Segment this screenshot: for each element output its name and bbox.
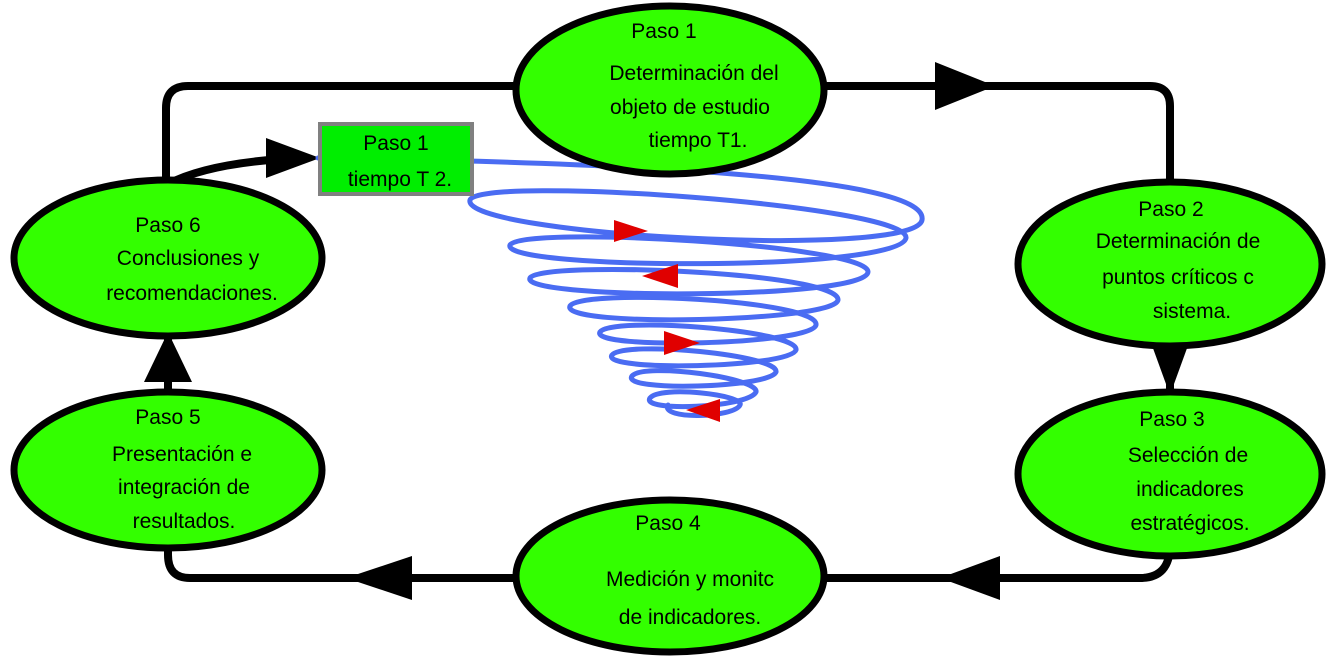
- node-step4-line-1: Paso 4: [635, 512, 701, 535]
- spiral-line: [315, 155, 925, 418]
- spiral-graphic: [315, 155, 925, 422]
- connector-step1-to-step2: [822, 82, 1174, 204]
- node-step3-line-4: estratégicos.: [1130, 512, 1249, 535]
- node-step6-line-3: recomendaciones.: [106, 282, 278, 305]
- node-step6-ellipse: [10, 176, 326, 340]
- spiral-arrow-right-icon: [664, 331, 700, 355]
- node-step4-line-2: Medición y monitc: [606, 568, 774, 591]
- node-step5-ellipse: [10, 388, 326, 552]
- node-step5-line-3: integración de: [118, 476, 250, 499]
- cycle-arrowheads: [144, 62, 1190, 600]
- arrowhead-right-icon: [266, 138, 320, 178]
- box-line-1: Paso 1: [363, 132, 428, 155]
- node-step1-line-1: Paso 1: [631, 20, 696, 43]
- node-step5-line-1: Paso 5: [135, 406, 200, 429]
- arrowhead-left-icon: [940, 556, 1000, 600]
- node-step3-ellipse: [1014, 388, 1326, 560]
- node-step2-line-2: Determinación de: [1096, 230, 1261, 253]
- node-step2-line-3: puntos críticos c: [1102, 266, 1254, 289]
- step1-time2-box: Paso 1 tiempo T 2.: [318, 122, 474, 196]
- node-step4: Paso 4 Medición y monitc de indicadores.: [512, 496, 828, 656]
- node-step4-line-3: de indicadores.: [619, 606, 761, 629]
- connector-step6-to-step1: [162, 82, 518, 190]
- node-step1-line-3: objeto de estudio: [610, 96, 770, 119]
- node-step1-ellipse: [512, 2, 828, 178]
- connector-step4-to-step5: [164, 541, 518, 582]
- spiral-arrow-left-icon: [642, 264, 678, 288]
- node-step3-line-3: indicadores: [1136, 478, 1243, 501]
- node-step3-line-1: Paso 3: [1139, 408, 1204, 431]
- node-step4-ellipse: [512, 496, 828, 656]
- node-step5-line-4: resultados.: [133, 510, 236, 533]
- node-step6-line-1: Paso 6: [135, 214, 200, 237]
- box-line-2: tiempo T 2.: [348, 168, 452, 191]
- node-step6: Paso 6 Conclusiones y recomendaciones.: [10, 176, 326, 340]
- node-step5: Paso 5 Presentación e integración de res…: [10, 388, 326, 552]
- node-step1-line-2: Determinación del: [609, 62, 778, 85]
- spiral-arrow-left-icon: [686, 399, 720, 422]
- spiral-arrow-right-icon: [614, 220, 648, 242]
- node-step2-ellipse: [1014, 178, 1326, 350]
- node-step1-line-4: tiempo T1.: [649, 129, 748, 152]
- node-step3: Paso 3 Selección de indicadores estratég…: [1014, 388, 1326, 560]
- node-step2: Paso 2 Determinación de puntos críticos …: [1014, 178, 1326, 350]
- box-frame: [318, 122, 474, 196]
- arrowhead-down-icon: [1150, 340, 1190, 395]
- arrowhead-left-icon: [346, 556, 412, 600]
- node-step1: Paso 1 Determinación del objeto de estud…: [512, 2, 828, 178]
- arrowhead-right-icon: [935, 62, 995, 110]
- arrowhead-up-icon: [144, 332, 192, 382]
- node-step3-line-2: Selección de: [1128, 444, 1248, 467]
- node-step2-line-1: Paso 2: [1138, 198, 1203, 221]
- node-step5-line-2: Presentación e: [112, 443, 252, 466]
- node-step6-line-2: Conclusiones y: [117, 247, 260, 270]
- node-step2-line-4: sistema.: [1153, 300, 1231, 323]
